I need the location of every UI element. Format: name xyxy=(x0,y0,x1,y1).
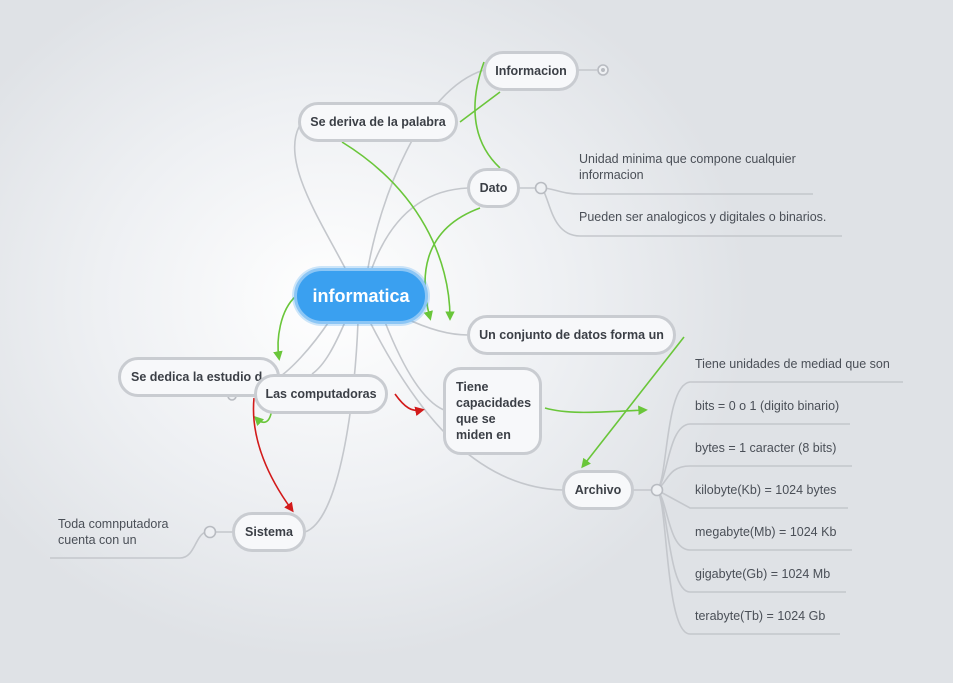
topic-se-dedica[interactable]: Se dedica la estudio d xyxy=(118,357,280,397)
archivo-note-4[interactable]: kilobyte(Kb) = 1024 bytes xyxy=(695,483,837,497)
dato-note-1-line xyxy=(540,187,813,195)
relation-root-dedica xyxy=(273,295,297,361)
topic-archivo[interactable]: Archivo xyxy=(562,470,634,510)
link-root-deriva xyxy=(293,124,346,269)
dato-note-2[interactable]: Pueden ser analogicos y digitales o bina… xyxy=(579,210,827,224)
link-root-dato xyxy=(371,187,469,269)
link-root-computadoras xyxy=(311,321,346,375)
relation-conjunto-archivo xyxy=(581,336,685,469)
sistema-note-line xyxy=(50,531,207,559)
relation-dato-informacion xyxy=(459,91,501,123)
link-root-conjunto xyxy=(404,317,469,336)
topic-informacion[interactable]: Informacion xyxy=(483,51,579,91)
root-topic[interactable]: informatica xyxy=(294,268,428,324)
archivo-note-7[interactable]: terabyte(Tb) = 1024 Gb xyxy=(695,609,826,623)
topic-capacidades[interactable]: Tiene capacidades que se miden en xyxy=(443,367,542,455)
topic-computadoras[interactable]: Las computadoras xyxy=(254,374,388,414)
topic-sistema[interactable]: Sistema xyxy=(232,512,306,552)
relation-root-capacidades xyxy=(394,393,425,417)
relation-informacion-dato xyxy=(474,61,501,169)
archivo-note-5[interactable]: megabyte(Mb) = 1024 Kb xyxy=(695,525,837,539)
topic-se-deriva[interactable]: Se deriva de la palabra xyxy=(298,102,458,142)
relation-dato-conjunto xyxy=(423,207,481,321)
sistema-note[interactable]: Toda comnputadora cuenta con un xyxy=(58,517,169,547)
archivo-note-1[interactable]: Tiene unidades de mediad que son xyxy=(695,357,890,371)
archivo-note-2[interactable]: bits = 0 o 1 (digito binario) xyxy=(695,399,840,413)
relation-computadoras-sistema xyxy=(252,397,294,513)
relation-deriva-conjunto xyxy=(341,141,455,321)
archivo-note-6[interactable]: gigabyte(Gb) = 1024 Mb xyxy=(695,567,831,581)
archivo-note-3[interactable]: bytes = 1 caracter (8 bits) xyxy=(695,441,837,455)
topic-dato[interactable]: Dato xyxy=(467,168,520,208)
dato-collapse-dot xyxy=(534,181,548,195)
link-root-capacidades xyxy=(384,321,445,411)
topic-conjunto[interactable]: Un conjunto de datos forma un xyxy=(467,315,676,355)
relation-capacidades-notes xyxy=(544,405,648,416)
link-root-dedica xyxy=(277,319,331,379)
link-root-sistema xyxy=(304,321,359,533)
dato-note-1[interactable]: Unidad minima que compone cualquier info… xyxy=(579,152,796,182)
archivo-collapse-dot xyxy=(650,483,664,497)
sistema-collapse-dot xyxy=(203,525,217,539)
link-root-informacion xyxy=(367,69,485,269)
